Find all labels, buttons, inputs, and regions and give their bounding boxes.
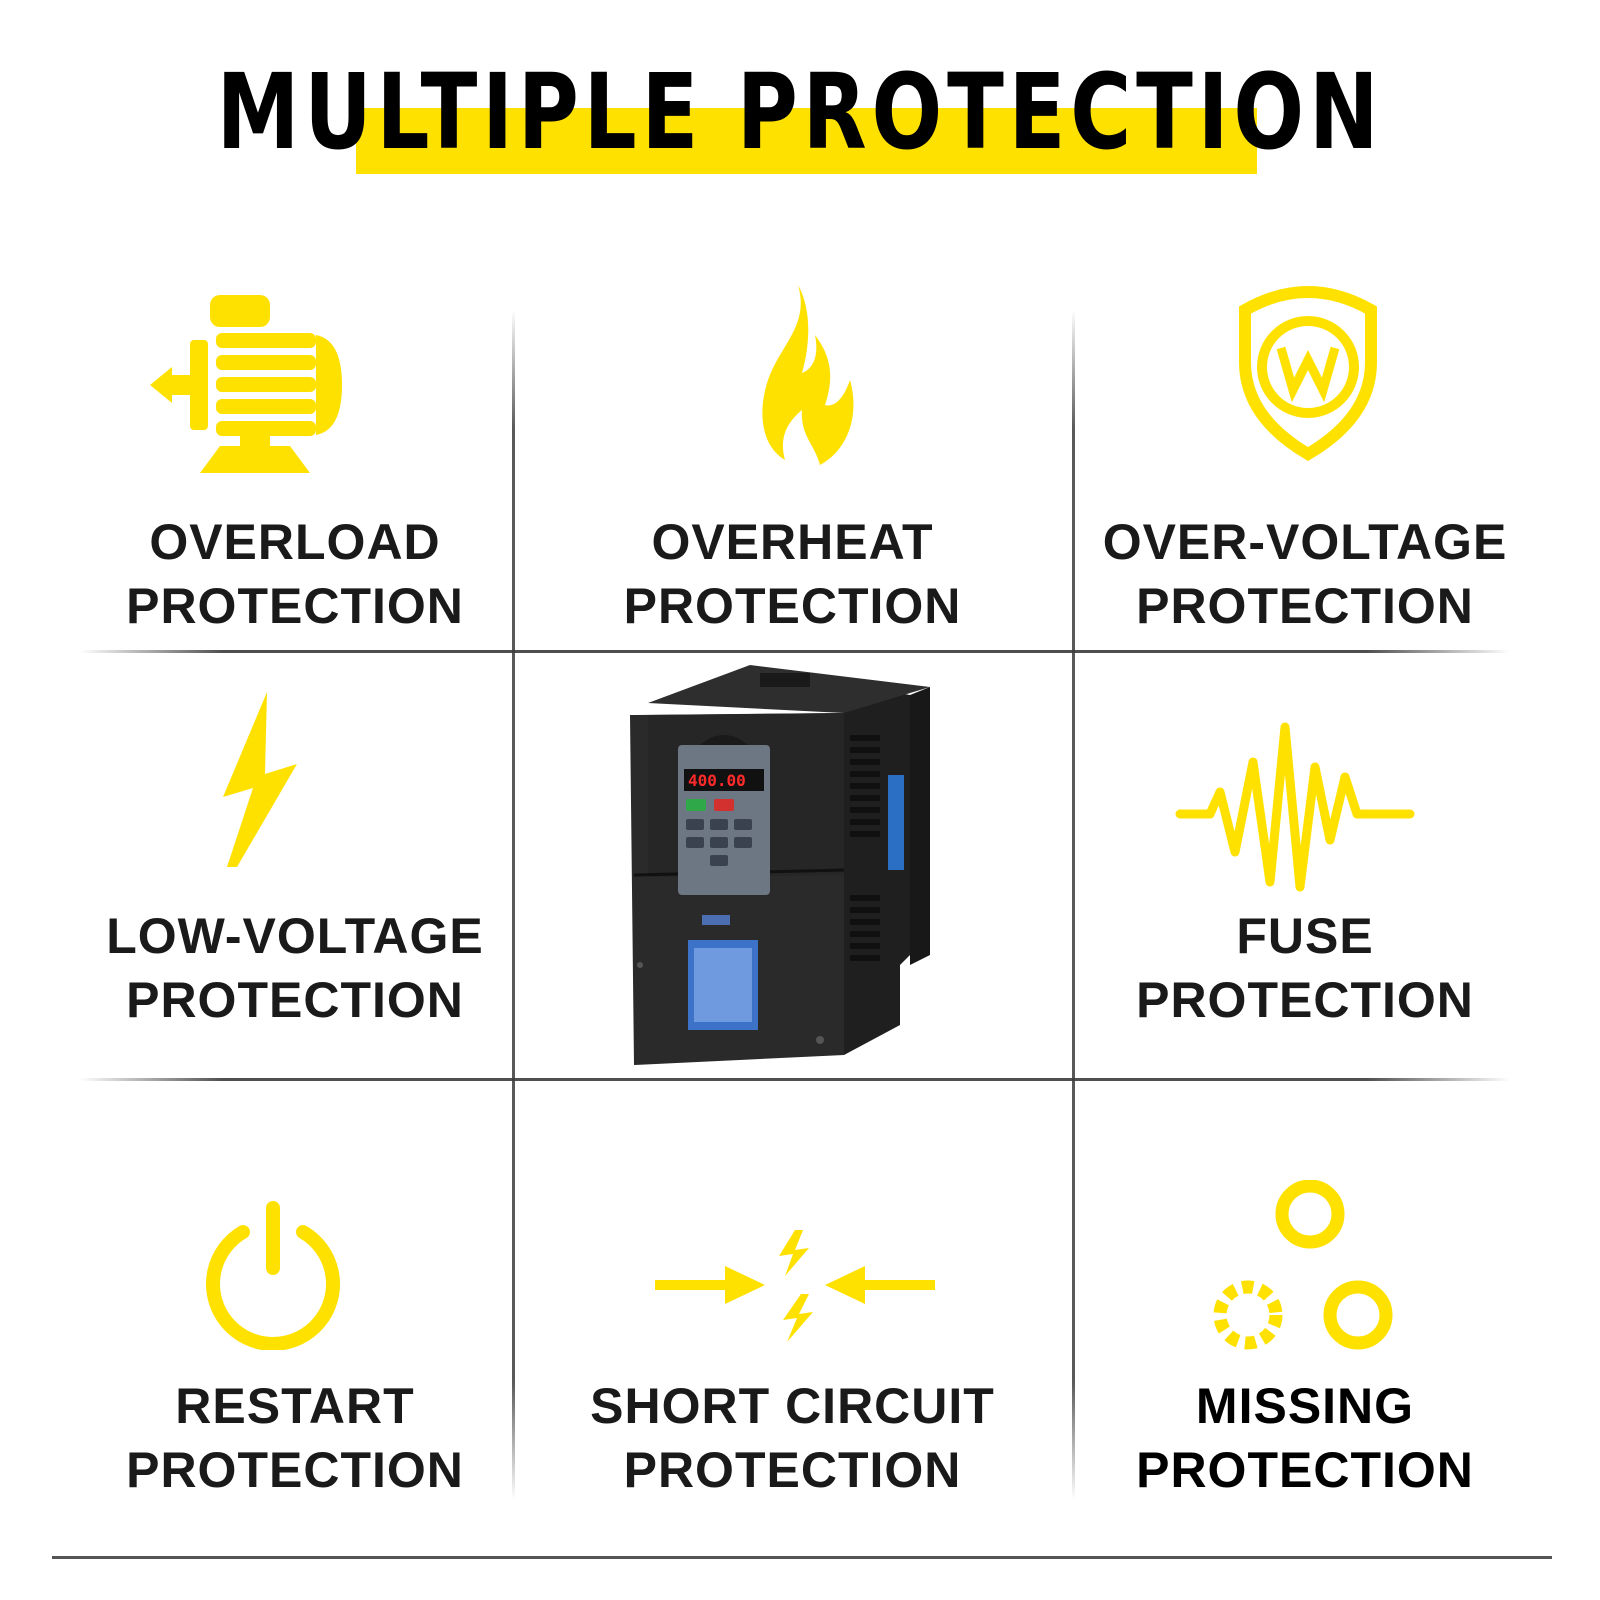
- shield-w-icon: [1239, 286, 1377, 461]
- grid-line-horizontal-1: [80, 650, 1510, 653]
- cell-over-voltage: OVER-VOLTAGE PROTECTION: [1075, 270, 1535, 650]
- grid-line-vertical-2: [1072, 310, 1075, 1500]
- grid-line-horizontal-2: [80, 1078, 1510, 1081]
- label-overload: OVERLOAD PROTECTION: [126, 514, 464, 634]
- label-fuse: FUSE PROTECTION: [1136, 908, 1474, 1028]
- product-display-reading: 400.00: [688, 771, 746, 790]
- page-title: MULTIPLE PROTECTION: [216, 51, 1384, 173]
- label-restart: RESTART PROTECTION: [126, 1378, 464, 1498]
- cell-overheat: OVERHEAT PROTECTION: [515, 270, 1070, 650]
- flame-icon: [762, 285, 854, 465]
- cell-short-circuit: SHORT CIRCUIT PROTECTION: [515, 1080, 1070, 1520]
- label-missing: MISSING PROTECTION: [1136, 1378, 1474, 1498]
- label-over-voltage: OVER-VOLTAGE PROTECTION: [1102, 514, 1508, 634]
- waveform-icon: [1175, 722, 1415, 892]
- title-highlight-bar: [356, 108, 1257, 174]
- missing-phase-icon: [1213, 1180, 1393, 1350]
- lightning-icon: [223, 692, 297, 867]
- cell-fuse: FUSE PROTECTION: [1075, 652, 1535, 1077]
- cell-low-voltage: LOW-VOLTAGE PROTECTION: [80, 652, 510, 1077]
- cell-missing: MISSING PROTECTION: [1075, 1080, 1535, 1520]
- label-short-circuit: SHORT CIRCUIT PROTECTION: [590, 1378, 995, 1498]
- motor-icon: [150, 295, 342, 473]
- footer-divider: [52, 1556, 1552, 1559]
- cell-overload: OVERLOAD PROTECTION: [80, 270, 510, 650]
- power-icon: [206, 1201, 340, 1350]
- label-overheat: OVERHEAT PROTECTION: [623, 514, 962, 634]
- grid-line-vertical-1: [512, 310, 515, 1500]
- label-low-voltage: LOW-VOLTAGE PROTECTION: [106, 908, 484, 1028]
- cell-restart: RESTART PROTECTION: [80, 1080, 510, 1520]
- inverter-product-image: 400.00: [630, 665, 930, 1065]
- short-circuit-icon: [655, 1230, 935, 1342]
